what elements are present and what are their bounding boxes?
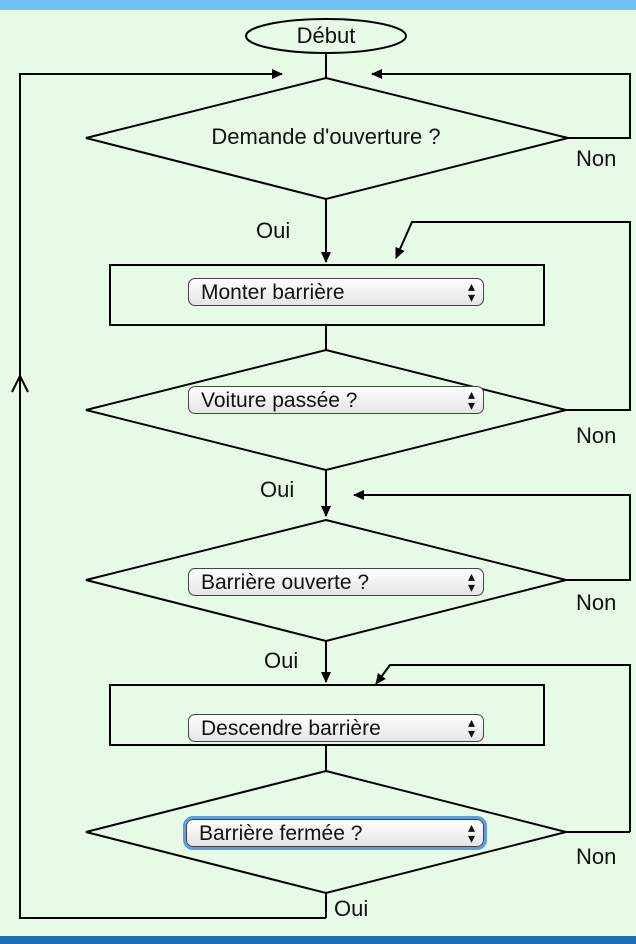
select-raise-barrier[interactable]: Monter barrière ▴▾ [188,278,484,306]
select-car-passed[interactable]: Voiture passée ? ▴▾ [188,386,484,414]
yes-label-1: Oui [256,218,290,243]
updown-arrow-icon: ▴▾ [467,714,475,741]
yes-label-4: Oui [334,896,368,921]
select-barrier-open-value: Barrière ouverte ? [201,571,370,594]
no-label-3: Non [576,590,616,615]
select-barrier-closed[interactable]: Barrière fermée ? ▴▾ [183,816,487,850]
start-label: Début [297,23,356,48]
top-bar [0,0,636,10]
updown-arrow-icon: ▴▾ [467,386,475,413]
select-barrier-closed-value: Barrière fermée ? [199,822,363,845]
no-label-2: Non [576,423,616,448]
select-lower-barrier[interactable]: Descendre barrière ▴▾ [188,714,484,742]
no-label-4: Non [576,844,616,869]
up-arrow-icon [11,373,29,393]
no-label-1: Non [576,146,616,171]
select-car-passed-value: Voiture passée ? [201,389,358,412]
select-lower-barrier-value: Descendre barrière [201,717,381,740]
select-barrier-open[interactable]: Barrière ouverte ? ▴▾ [188,568,484,596]
updown-arrow-icon: ▴▾ [467,568,475,595]
yes-label-3: Oui [264,648,298,673]
decision-1-label: Demande d'ouverture ? [211,124,440,149]
bottom-bar [0,936,636,944]
yes-label-2: Oui [260,477,294,502]
select-raise-barrier-value: Monter barrière [201,281,345,304]
updown-arrow-icon: ▴▾ [467,278,475,305]
updown-arrow-icon: ▴▾ [467,819,475,846]
